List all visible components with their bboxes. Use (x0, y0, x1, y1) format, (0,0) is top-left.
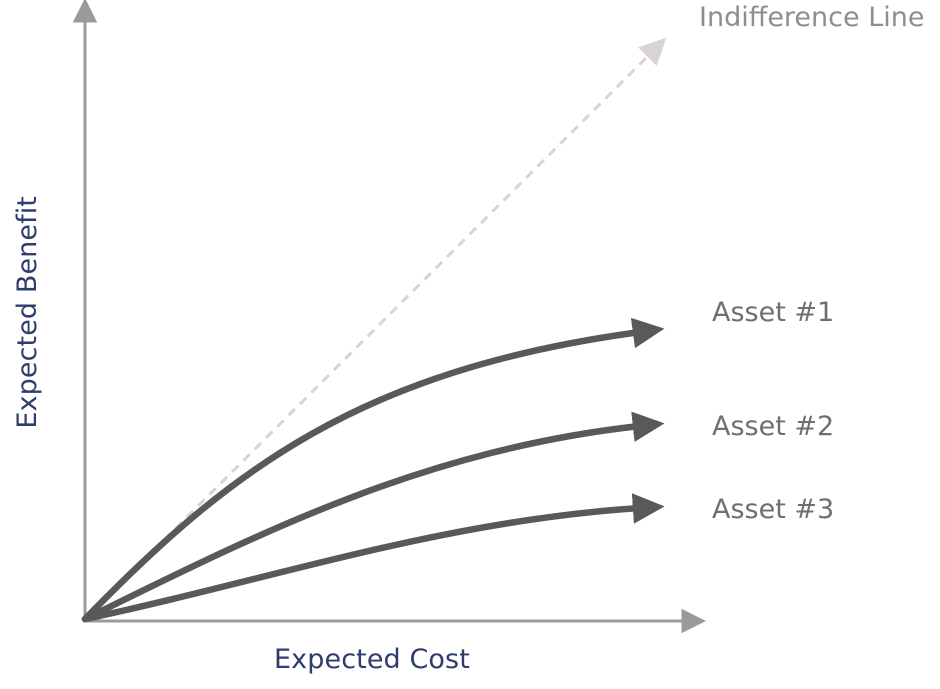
y-axis-label: Expected Benefit (12, 196, 43, 429)
x-axis-label: Expected Cost (274, 644, 470, 675)
asset-1-curve (81, 317, 665, 623)
asset-1-label: Asset #1 (712, 297, 835, 328)
asset-2-label: Asset #2 (712, 411, 835, 442)
indifference-line-label: Indifference Line (699, 2, 925, 33)
asset-2-curve (81, 411, 665, 623)
asset-3-curve (81, 493, 665, 623)
asset-3-label: Asset #3 (712, 494, 835, 525)
